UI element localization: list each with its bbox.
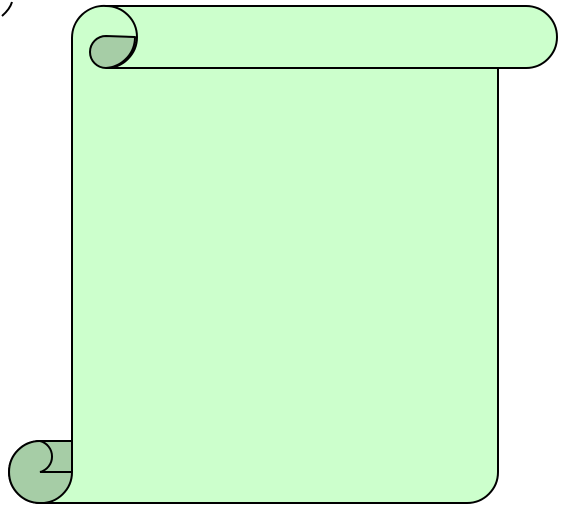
edge-arc-fragment xyxy=(2,2,12,16)
scroll-body xyxy=(9,6,557,503)
